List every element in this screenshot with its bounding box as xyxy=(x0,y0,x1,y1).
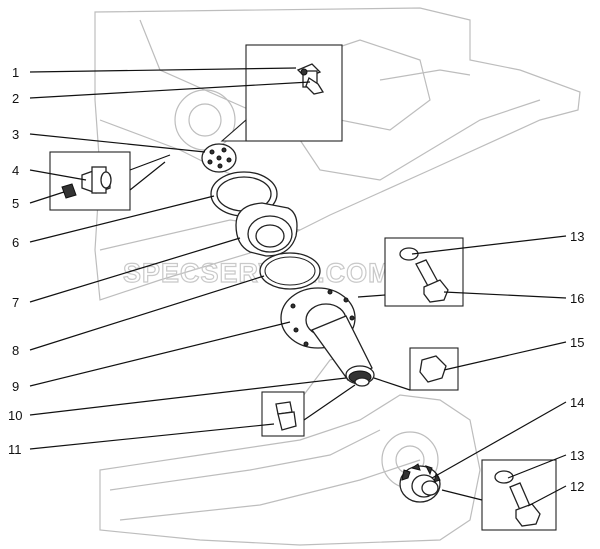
part-8-o-ring xyxy=(259,252,321,290)
callout-4: 4 xyxy=(12,163,19,178)
inset-grease-nipple-11 xyxy=(261,384,356,437)
watermark-text: SPECSERVER.COM xyxy=(123,258,392,288)
callout-13-bottom: 13 xyxy=(570,448,584,463)
callout-3: 3 xyxy=(12,127,19,142)
callout-12: 12 xyxy=(570,479,584,494)
callout-1: 1 xyxy=(12,65,19,80)
inset-nut-15 xyxy=(373,347,459,391)
callout-9: 9 xyxy=(12,379,19,394)
callout-6: 6 xyxy=(12,235,19,250)
callout-2: 2 xyxy=(12,91,19,106)
part-9-flanged-spindle xyxy=(280,287,375,387)
callout-16: 16 xyxy=(570,291,584,306)
inset-washer-13-bolt-12 xyxy=(441,459,557,531)
callout-11: 11 xyxy=(8,442,22,457)
leader-lines xyxy=(29,67,567,507)
callout-labels: 1 2 3 4 5 6 7 8 9 10 11 12 13 13 14 15 1… xyxy=(8,65,584,494)
callout-15: 15 xyxy=(570,335,584,350)
callout-8: 8 xyxy=(12,343,19,358)
inset-washer-13-bolt-16 xyxy=(357,237,464,307)
part-14-castellated-nut xyxy=(399,463,441,503)
callout-13-top: 13 xyxy=(570,229,584,244)
callout-7: 7 xyxy=(12,295,19,310)
callout-10: 10 xyxy=(8,408,22,423)
part-3-plate xyxy=(201,143,237,173)
inset-fitting-4-5 xyxy=(49,151,171,211)
callout-5: 5 xyxy=(12,196,19,211)
inset-bolt-1-2 xyxy=(220,44,343,142)
callout-14: 14 xyxy=(570,395,584,410)
part-7-bearing xyxy=(235,202,298,257)
